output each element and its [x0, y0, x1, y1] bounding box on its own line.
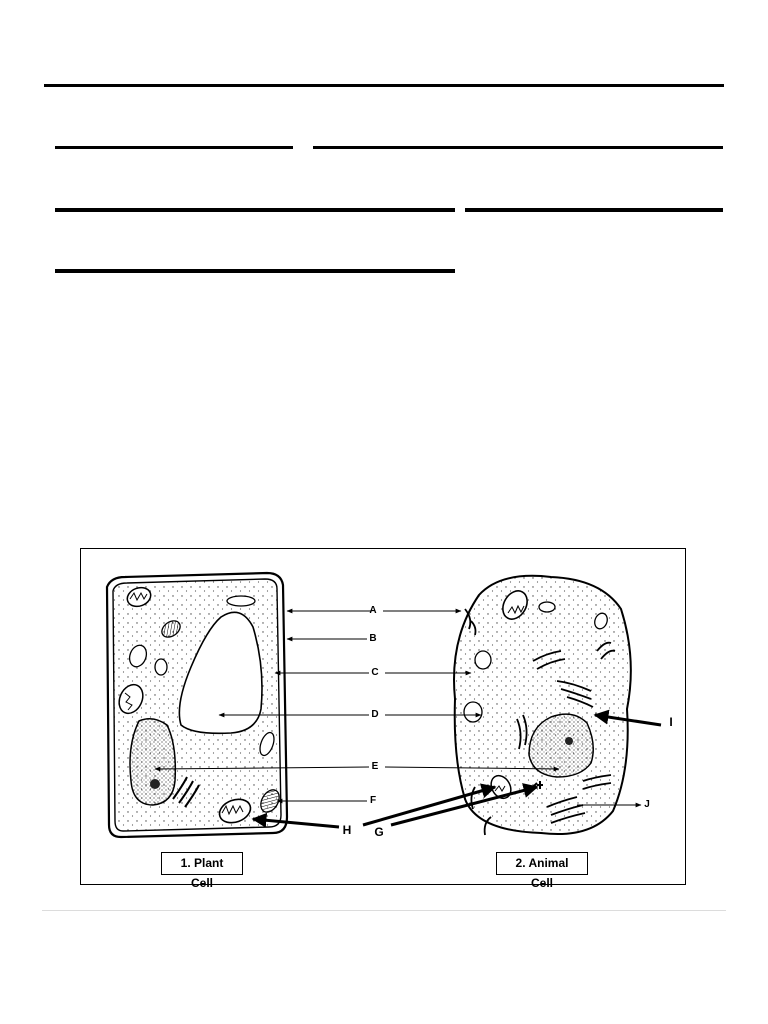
label-d: D — [371, 709, 379, 720]
plant-cell-wall — [105, 571, 289, 839]
arrow-g — [390, 783, 539, 827]
label-g: G — [374, 825, 384, 839]
pointer-lines — [154, 608, 642, 808]
label-i: I — [669, 715, 673, 729]
label-c: C — [371, 667, 379, 678]
plant-nucleolus — [150, 779, 160, 789]
bold-arrows — [251, 709, 662, 829]
arrow-e-left — [154, 766, 370, 772]
label-a: A — [369, 605, 377, 616]
plant-cell — [105, 571, 289, 839]
arrow-h-right — [362, 783, 497, 827]
label-b: B — [369, 633, 377, 644]
animal-nucleolus — [565, 737, 573, 745]
animal-mitochondrion-1 — [502, 590, 528, 620]
central-vacuole — [178, 611, 263, 735]
caption-plant-cell: 1. Plant Cell — [161, 852, 243, 890]
cell-diagram-figure: A B C D E F H G I J 1. Plant Cell 2. Ani… — [80, 548, 686, 890]
plant-organelle-2 — [161, 620, 181, 638]
label-j: J — [644, 799, 650, 810]
plant-nucleus — [129, 718, 177, 806]
blank-line-4 — [465, 208, 723, 212]
cell-diagram-svg — [105, 571, 662, 839]
animal-cell-membrane — [453, 574, 632, 836]
animal-nucleus — [528, 713, 594, 778]
footer-divider — [42, 910, 726, 911]
header-rule — [44, 84, 724, 87]
label-e: E — [371, 761, 379, 772]
plant-organelle-3 — [118, 683, 144, 715]
caption-animal-cell: 2. Animal Cell — [496, 852, 588, 890]
blank-line-3 — [55, 208, 455, 212]
arrow-h-left — [251, 812, 340, 829]
blank-line-2 — [313, 146, 723, 149]
arrow-e-right — [384, 766, 560, 772]
plant-organelle-f — [260, 789, 280, 813]
plant-mitochondrion-h — [218, 798, 252, 824]
label-h: H — [342, 823, 352, 837]
blank-line-5 — [55, 269, 455, 273]
animal-cell — [453, 574, 632, 836]
plant-organelle-1 — [126, 586, 152, 608]
blank-line-1 — [55, 146, 293, 149]
arrow-i — [593, 709, 662, 727]
label-f: F — [369, 795, 377, 806]
